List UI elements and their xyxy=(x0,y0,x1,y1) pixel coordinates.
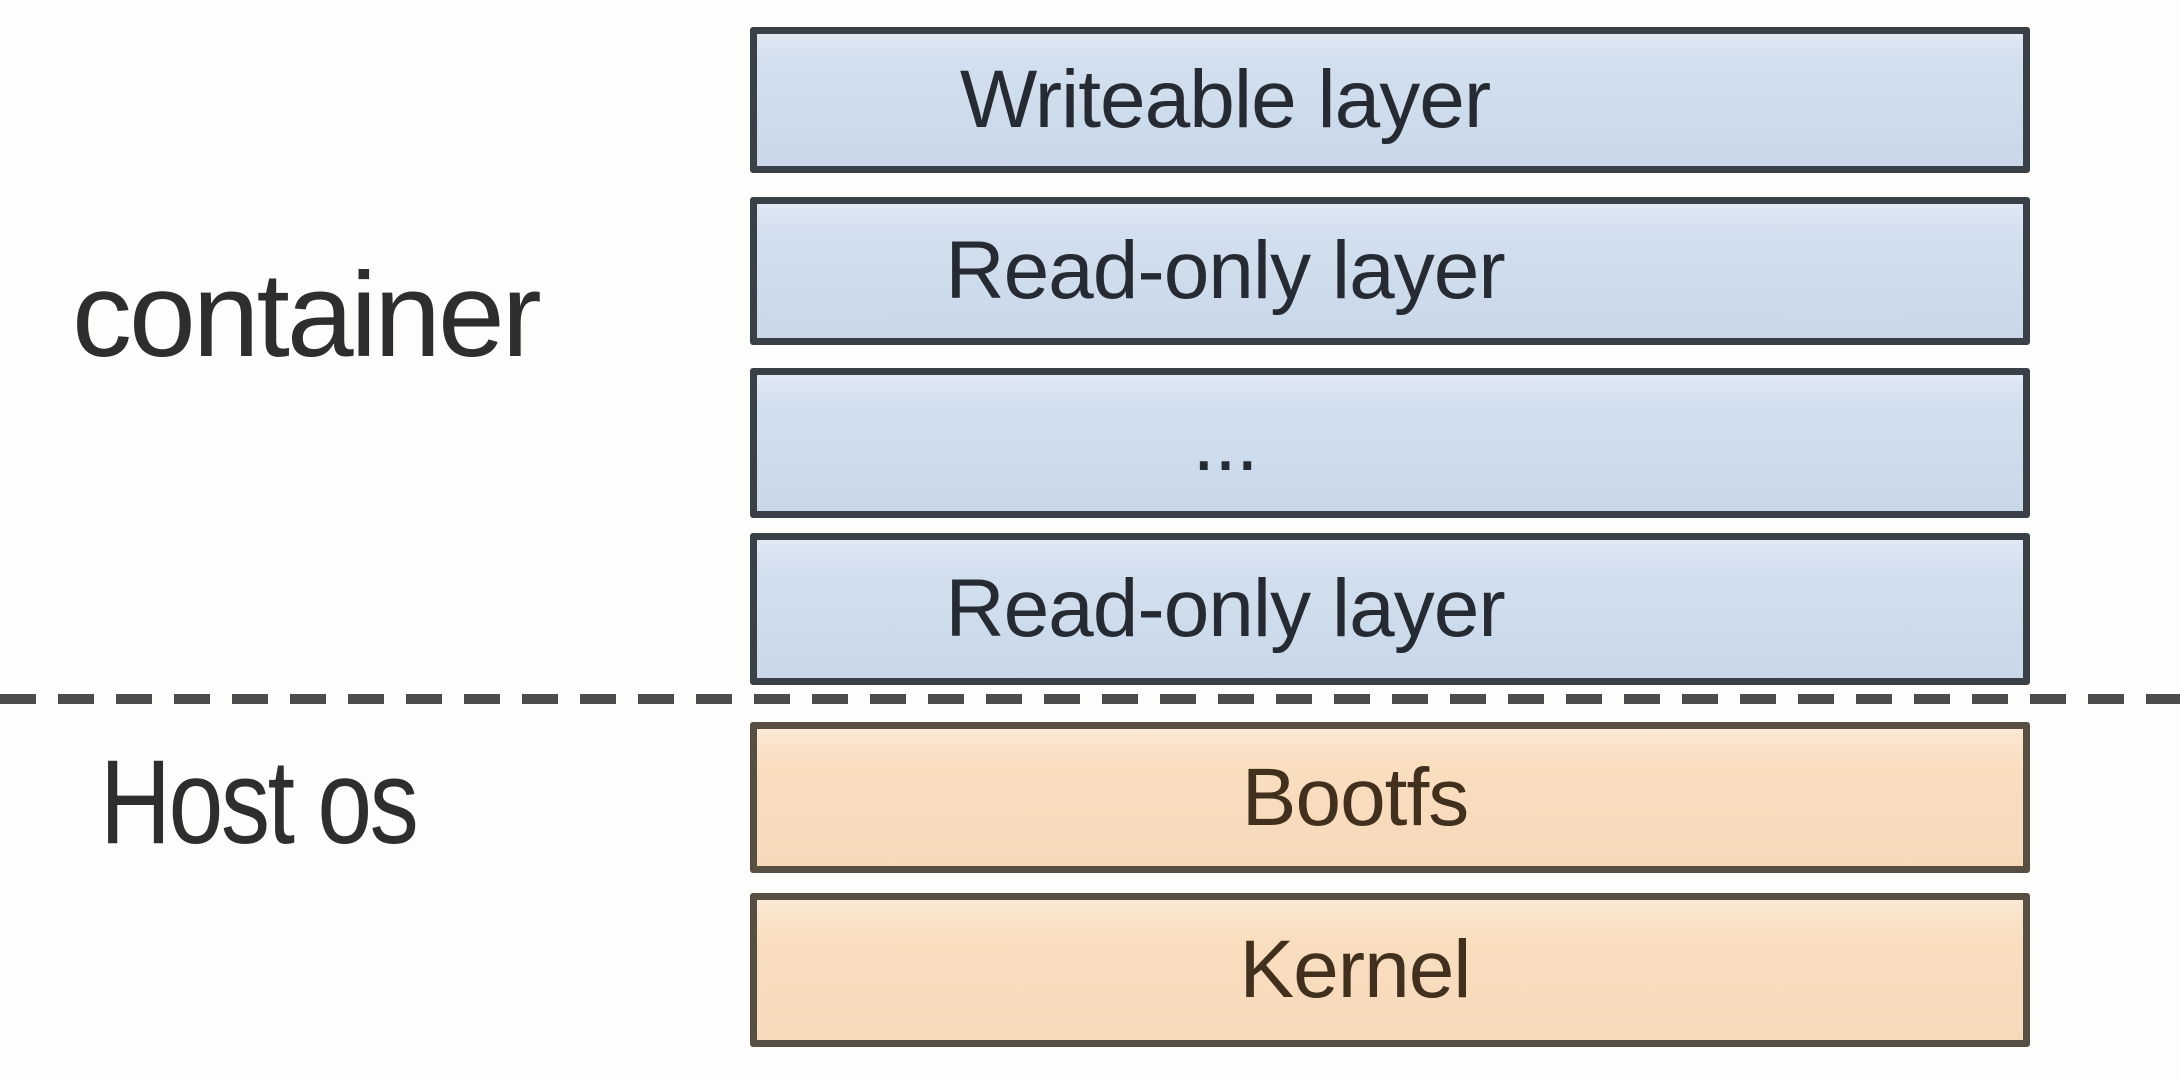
container-host-dashed-divider xyxy=(0,694,2180,704)
read-only-layer-box-1: Read-only layer xyxy=(750,197,2030,345)
writeable-layer-box: Writeable layer xyxy=(750,27,2030,173)
container-group-label: container xyxy=(72,248,542,382)
ellipsis-layer-box: ... xyxy=(750,368,2030,518)
bootfs-layer-box: Bootfs xyxy=(750,722,2030,873)
kernel-layer-box: Kernel xyxy=(750,893,2030,1047)
host-os-group-label: Host os xyxy=(100,735,419,869)
read-only-layer-box-2: Read-only layer xyxy=(750,533,2030,685)
